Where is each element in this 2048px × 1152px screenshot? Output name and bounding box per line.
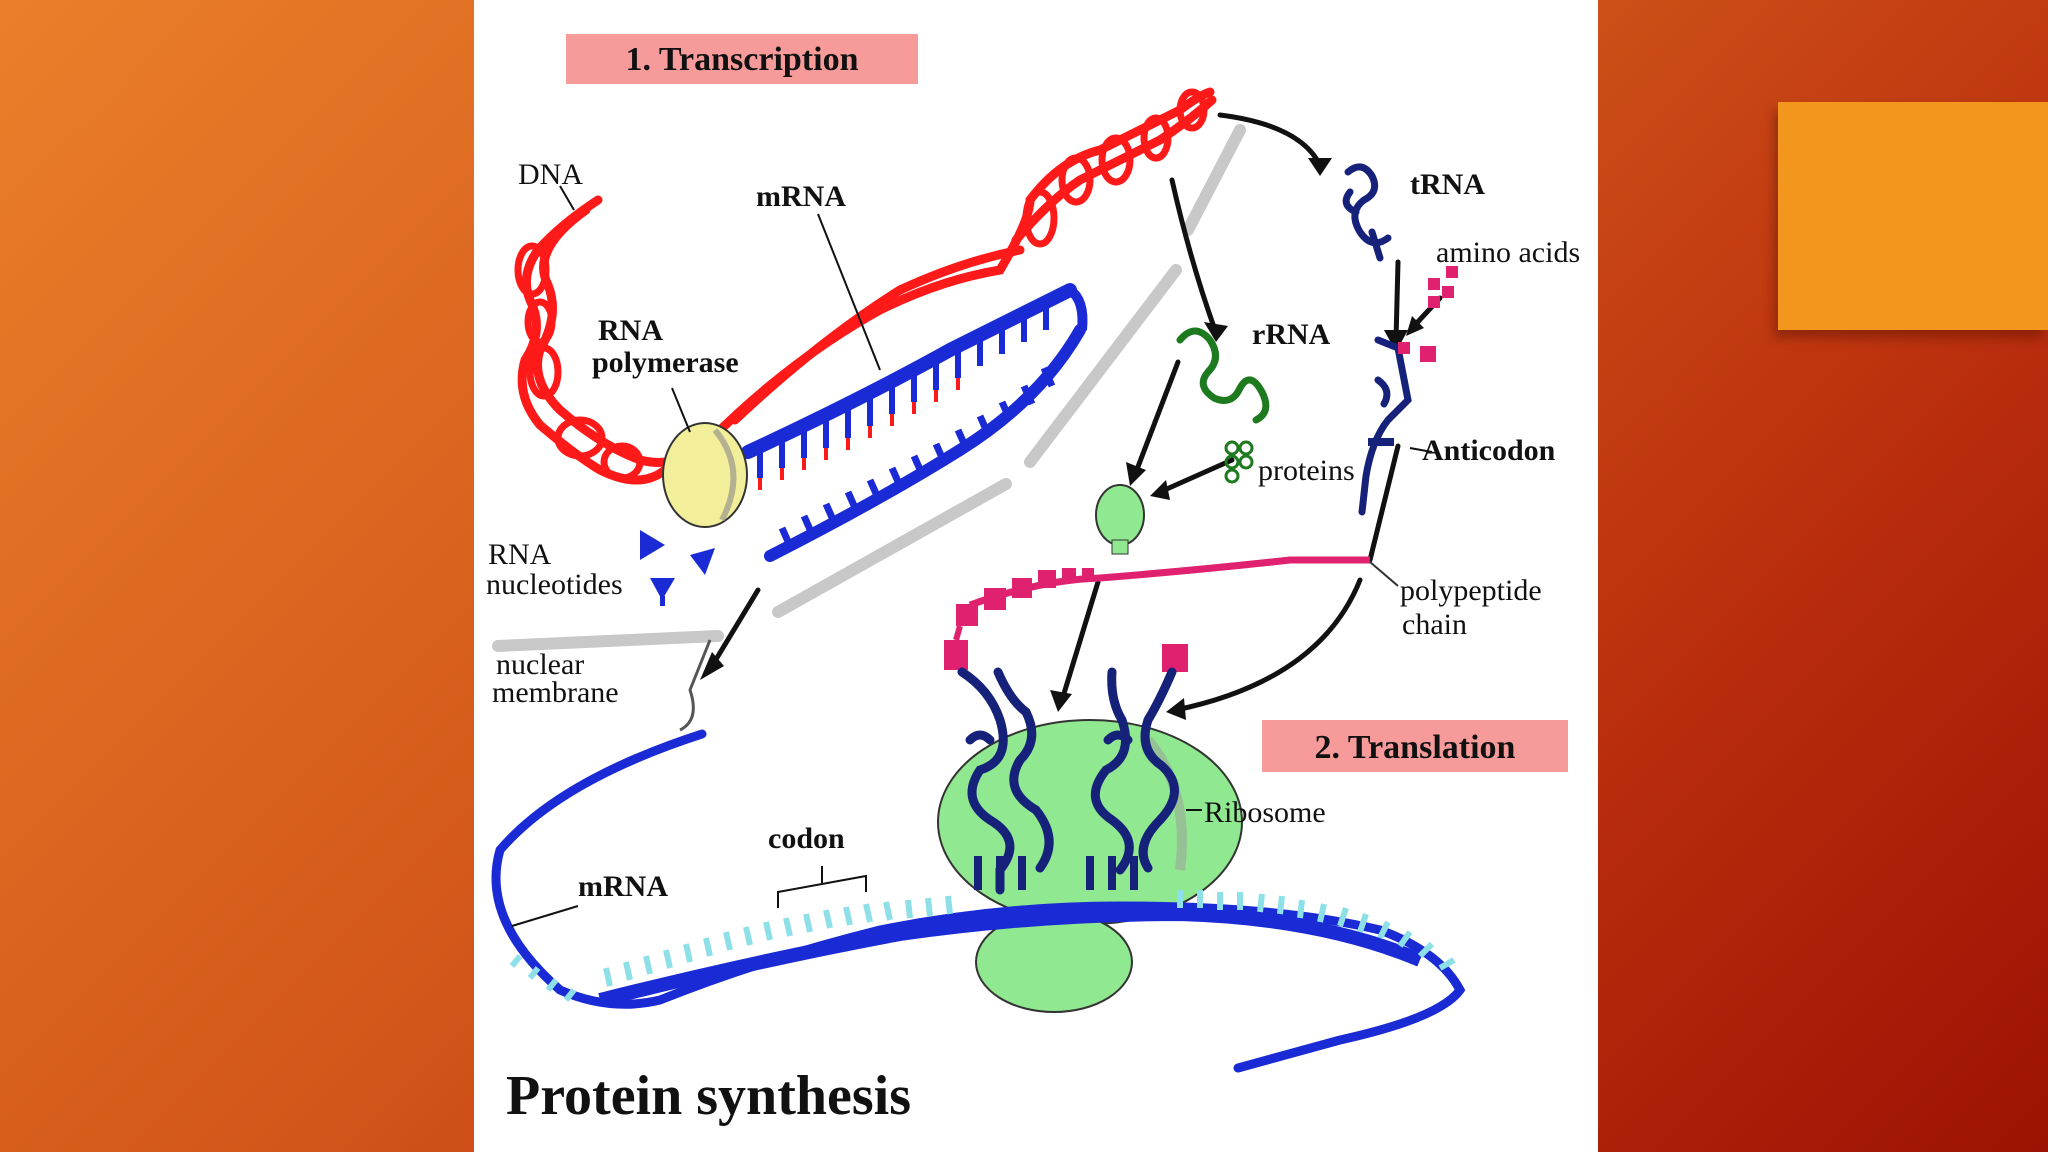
rna-nucleotides-label-line2: nucleotides [486,568,623,601]
polypeptide-beads [944,568,1188,672]
polypeptide-label-line1: polypeptide [1400,574,1542,607]
trna-label: tRNA [1410,168,1485,201]
transcription-label: 1. Transcription [626,41,859,78]
ribosomal-proteins [1224,440,1254,484]
rrna-molecule [1176,327,1270,424]
ribosome-large-subunit [937,719,1243,925]
rna-nucleotides-label-line1: RNA [488,538,552,571]
ribosome-label: Ribosome [1204,796,1326,829]
process-arrows [709,112,1443,713]
transcription-label-box [566,34,918,84]
translation-label: 2. Translation [1315,729,1516,766]
label-pointer-lines [511,185,1433,927]
dna-label: DNA [518,158,583,191]
ribosome-trnas [957,667,1179,895]
rrna-label: rRNA [1252,318,1331,351]
trna-molecule [1342,163,1412,516]
arrowheads [700,158,1424,720]
nuclear-pore [679,639,712,732]
nuclear-membrane-label-line1: nuclear [496,648,584,681]
anticodon-label: Anticodon [1422,434,1556,467]
nuclear-membrane [492,124,1246,652]
mrna-top-label: mRNA [756,180,846,213]
polypeptide-label-line2: chain [1402,608,1467,641]
nuclear-membrane-label-line2: membrane [492,676,619,709]
trna-anticodons [974,856,1138,890]
rna-polymerase-label-line2: polymerase [592,346,739,379]
mrna-strand [491,729,1466,1073]
dna-loops [514,88,1208,482]
mrna-codon-bases [603,890,1456,987]
transcribed-mrna [741,283,1088,562]
proteins-label: proteins [1258,454,1355,487]
rna-polymerase-label-line1: RNA [598,314,663,347]
codon-label: codon [768,822,845,855]
mrna-start-bases [509,954,577,1002]
orange-accent-block [1778,102,2048,330]
amino-acids-label: amino acids [1436,236,1580,269]
amino-acids [1398,266,1458,362]
anticodon-block [1368,438,1394,446]
rna-nucleotides [640,530,715,606]
diagram-title: Protein synthesis [506,1065,911,1127]
assembling-ribosome [1095,484,1145,546]
mrna-bottom-label: mRNA [578,870,668,903]
translation-label-box [1262,720,1568,772]
